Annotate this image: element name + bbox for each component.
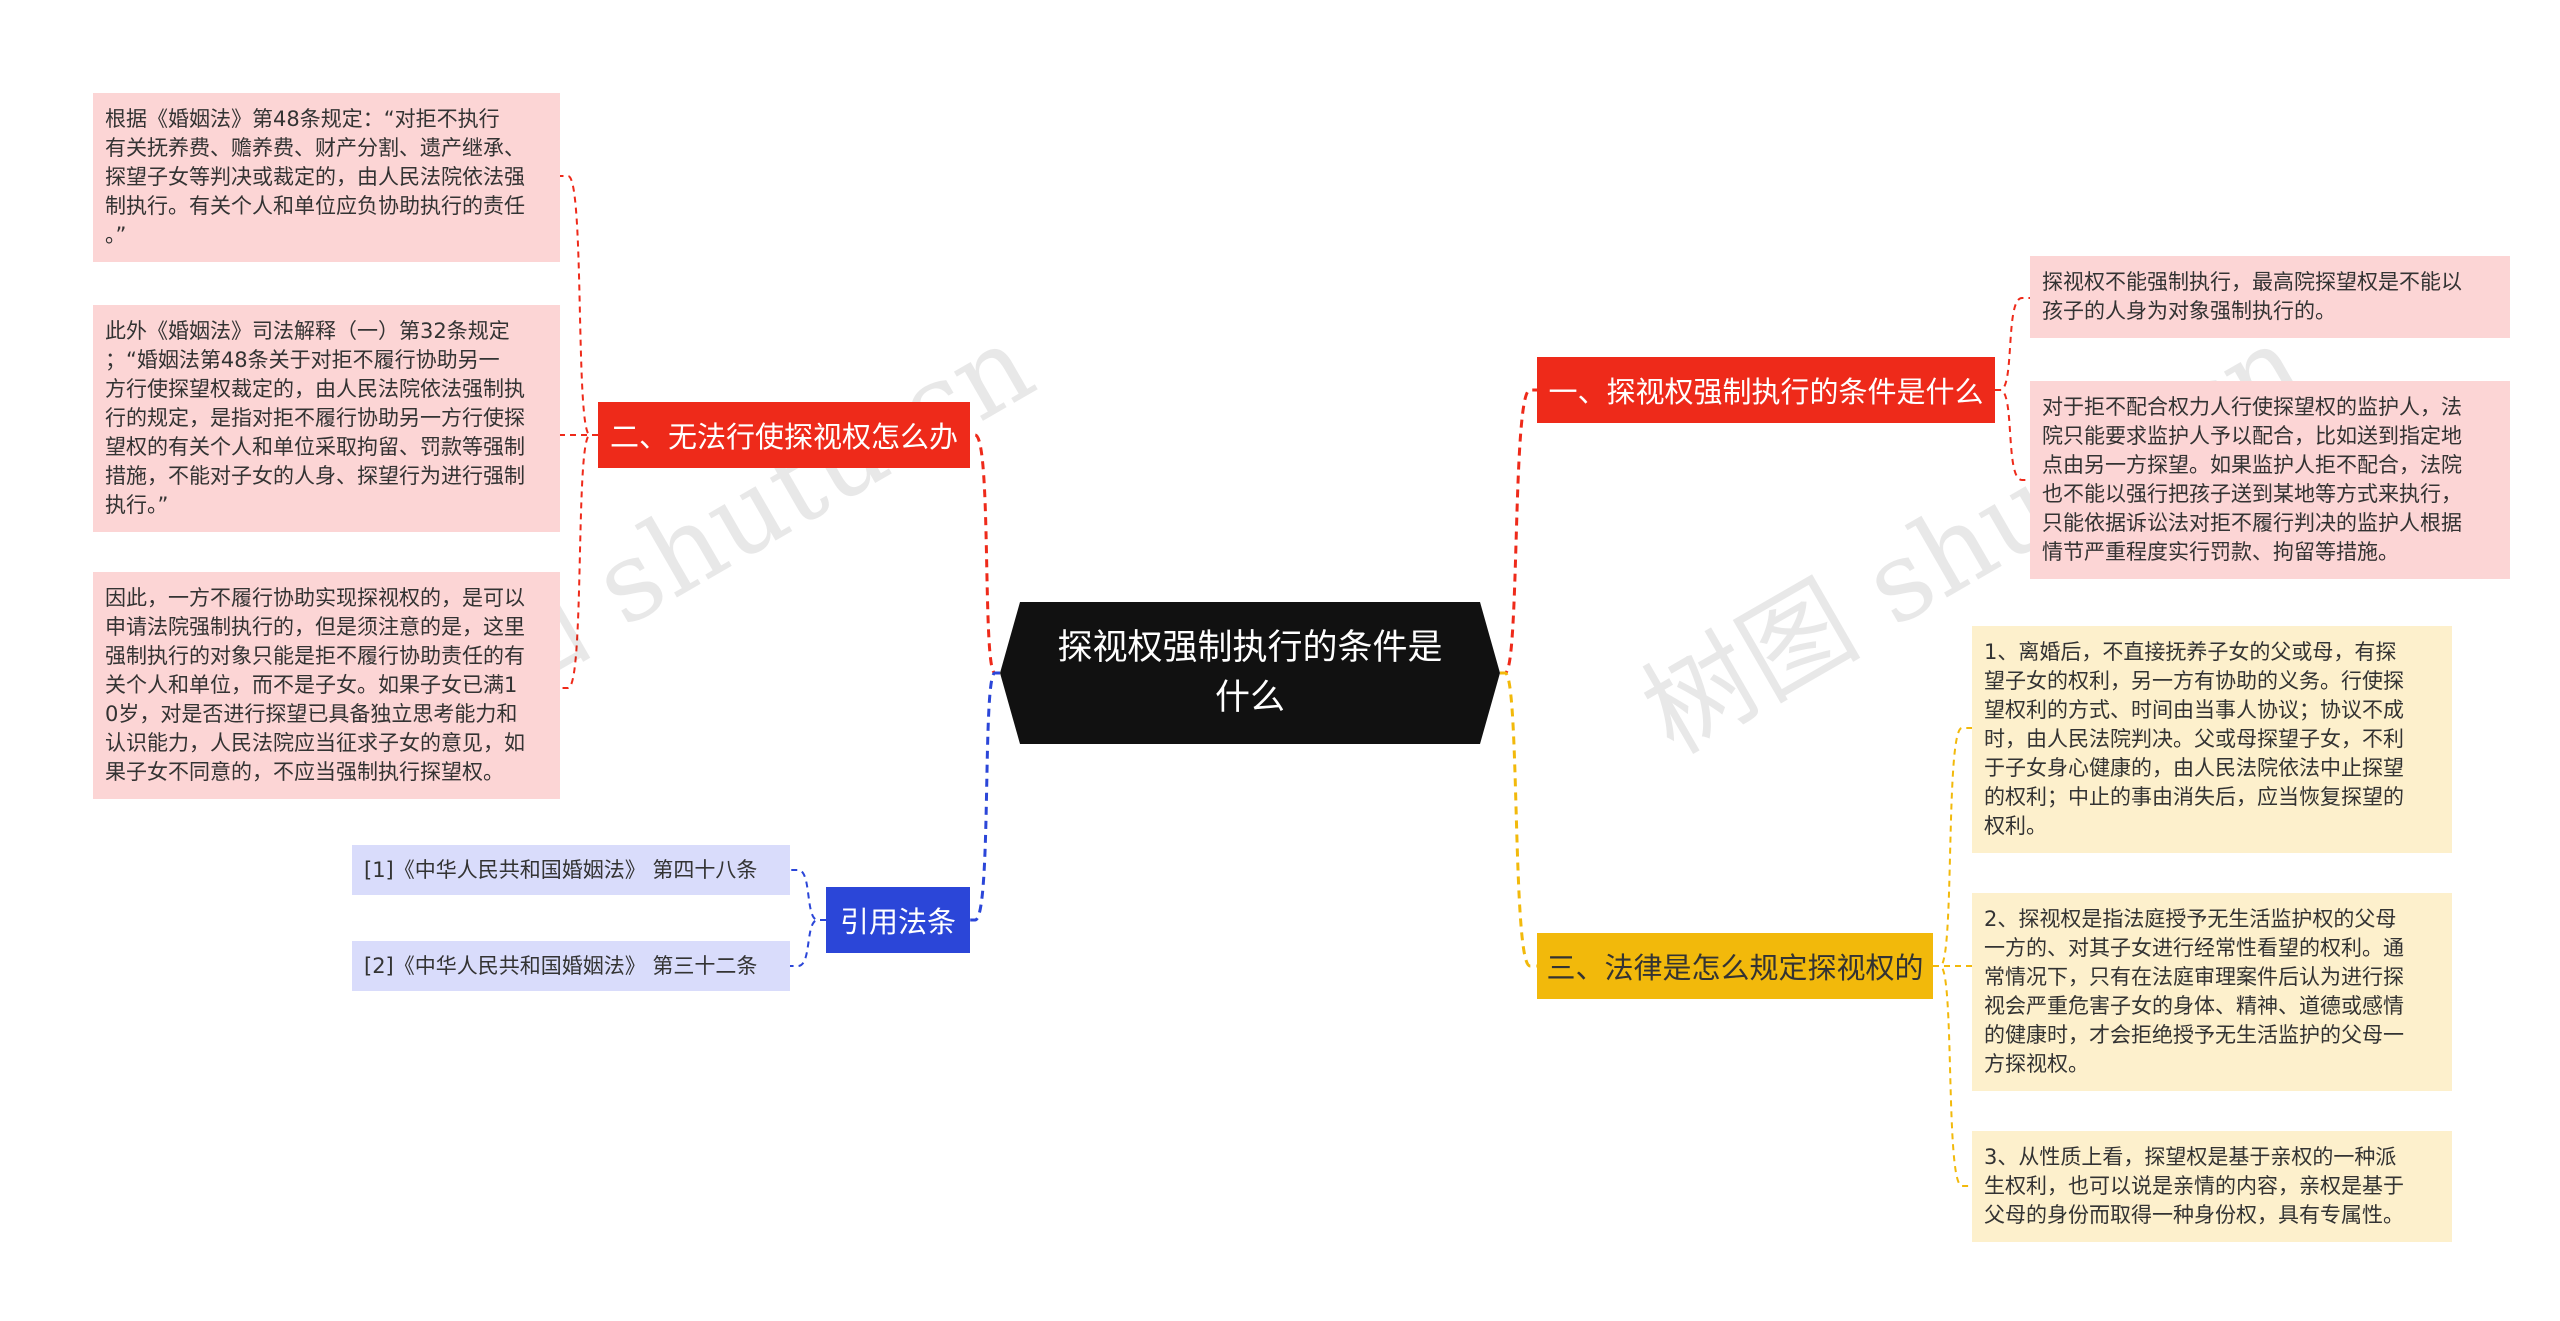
- root-title: 探视权强制执行的条件是什么: [1057, 628, 1443, 718]
- leaf-conditions-2[interactable]: 对于拒不配合权力人行使探望权的监护人，法 院只能要求监护人予以配合，比如送到指定…: [2030, 381, 2510, 579]
- leaf-law-2[interactable]: 2、探视权是指法庭授予无生活监护权的父母 一方的、对其子女进行经常性看望的权利。…: [1972, 893, 2452, 1091]
- branch-law[interactable]: 三、法律是怎么规定探视权的: [1537, 933, 1933, 999]
- connector-rb-leaf3: [1933, 965, 1972, 1187]
- connector-lt-leaf3: [560, 434, 598, 689]
- branch-law-label: 三、法律是怎么规定探视权的: [1546, 951, 1924, 985]
- connector-rt-leaf1: [1995, 297, 2030, 391]
- connector-lb-leaf2: [790, 919, 826, 967]
- leaf-law-3[interactable]: 3、从性质上看，探望权是基于亲权的一种派 生权利，也可以说是亲情的内容，亲权是基…: [1972, 1131, 2452, 1242]
- leaf-cannot-exercise-2[interactable]: 此外《婚姻法》司法解释（一）第32条规定 ；“婚姻法第48条关于对拒不履行协助另…: [93, 305, 560, 532]
- citation-item-1[interactable]: [1]《中华人民共和国婚姻法》 第四十八条: [352, 845, 790, 895]
- citation-item-2[interactable]: [2]《中华人民共和国婚姻法》 第三十二条: [352, 941, 790, 991]
- connector-lt-leaf1: [560, 175, 598, 436]
- connector-lb-leaf1: [790, 869, 826, 921]
- branch-conditions[interactable]: 一、探视权强制执行的条件是什么: [1537, 357, 1995, 423]
- connector-rb-leaf1: [1933, 727, 1972, 967]
- leaf-law-1[interactable]: 1、离婚后，不直接抚养子女的父或母，有探 望子女的权利，另一方有协助的义务。行使…: [1972, 626, 2452, 853]
- connector-root-right-top: [1500, 388, 1537, 675]
- connector-root-left-top: [970, 433, 1000, 675]
- branch-cannot-exercise-label: 二、无法行使探视权怎么办: [609, 420, 958, 454]
- branch-cannot-exercise[interactable]: 二、无法行使探视权怎么办: [598, 402, 970, 468]
- branch-conditions-label: 一、探视权强制执行的条件是什么: [1548, 375, 1984, 409]
- root-node[interactable]: 探视权强制执行的条件是什么: [1000, 602, 1500, 744]
- leaf-conditions-1[interactable]: 探视权不能强制执行，最高院探望权是不能以 孩子的人身为对象强制执行的。: [2030, 256, 2510, 338]
- branch-citations-label: 引用法条: [839, 905, 956, 939]
- connector-root-right-bottom: [1500, 671, 1537, 968]
- leaf-cannot-exercise-1[interactable]: 根据《婚姻法》第48条规定：“对拒不执行 有关抚养费、赡养费、财产分割、遗产继承…: [93, 93, 560, 262]
- leaf-cannot-exercise-3[interactable]: 因此，一方不履行协助实现探视权的，是可以 申请法院强制执行的，但是须注意的是，这…: [93, 572, 560, 799]
- branch-citations[interactable]: 引用法条: [826, 887, 970, 953]
- connector-root-left-bottom: [970, 671, 1000, 922]
